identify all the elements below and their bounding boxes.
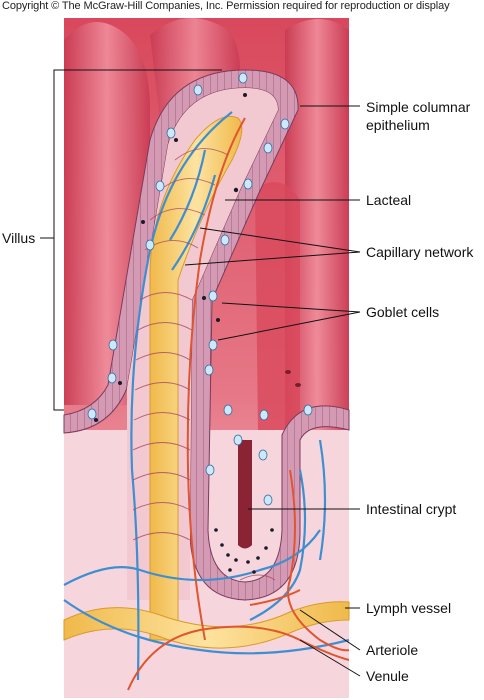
goblet-pore [295,383,301,387]
label-goblet-cells: Goblet cells [366,304,440,320]
goblet-cells [87,72,313,506]
leader-lines [40,69,361,677]
label-villus: Villus [2,230,36,246]
background-villus-fold [255,182,300,430]
label-epithelium: epithelium [366,117,430,133]
cell-nuclei [94,93,274,574]
label-venule: Venule [366,668,409,684]
label-lymph-vessel: Lymph vessel [366,600,452,616]
lymph-vessel [63,601,350,649]
capillary-network-arterioles [127,117,350,691]
label-capillary-network: Capillary network [366,244,474,260]
label-simple-columnar: Simple columnar [366,99,471,115]
label-arteriole: Arteriole [366,642,419,658]
goblet-pore [285,370,291,374]
label-lacteal: Lacteal [366,192,412,208]
label-intestinal-crypt: Intestinal crypt [366,501,457,517]
intestinal-crypt-lumen [238,440,252,549]
copyright-notice: Copyright © The McGraw-Hill Companies, I… [2,0,450,12]
background-villus-fold [285,19,349,430]
